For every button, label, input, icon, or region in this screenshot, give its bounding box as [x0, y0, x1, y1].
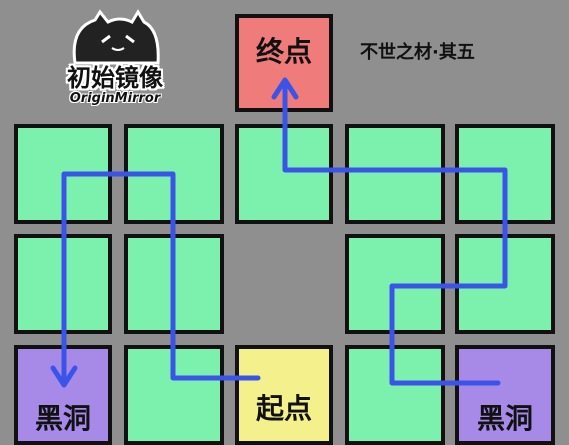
- black-hole-label: 黑洞: [476, 402, 533, 435]
- level-title: 不世之材·其五: [360, 42, 475, 63]
- start-tile[interactable]: 起点: [235, 345, 333, 445]
- logo-subtitle: OriginMirror: [69, 91, 161, 106]
- black-hole-label: 黑洞: [34, 402, 91, 435]
- origin-mirror-logo: 初始镜像 OriginMirror: [40, 8, 190, 108]
- route-end-arrow-head: [271, 77, 299, 100]
- logo-title: 初始镜像: [67, 64, 163, 92]
- black-hole-tile-right[interactable]: 黑洞: [455, 345, 555, 445]
- logo-cat-icon: [72, 9, 160, 65]
- start-tile-label: 起点: [255, 392, 312, 425]
- route-to-end: [282, 79, 508, 386]
- route-to-left-black-hole: [61, 171, 261, 385]
- grid-tile[interactable]: [345, 124, 445, 224]
- route-left-arrow-head: [50, 365, 78, 388]
- end-tile-label: 终点: [255, 35, 312, 68]
